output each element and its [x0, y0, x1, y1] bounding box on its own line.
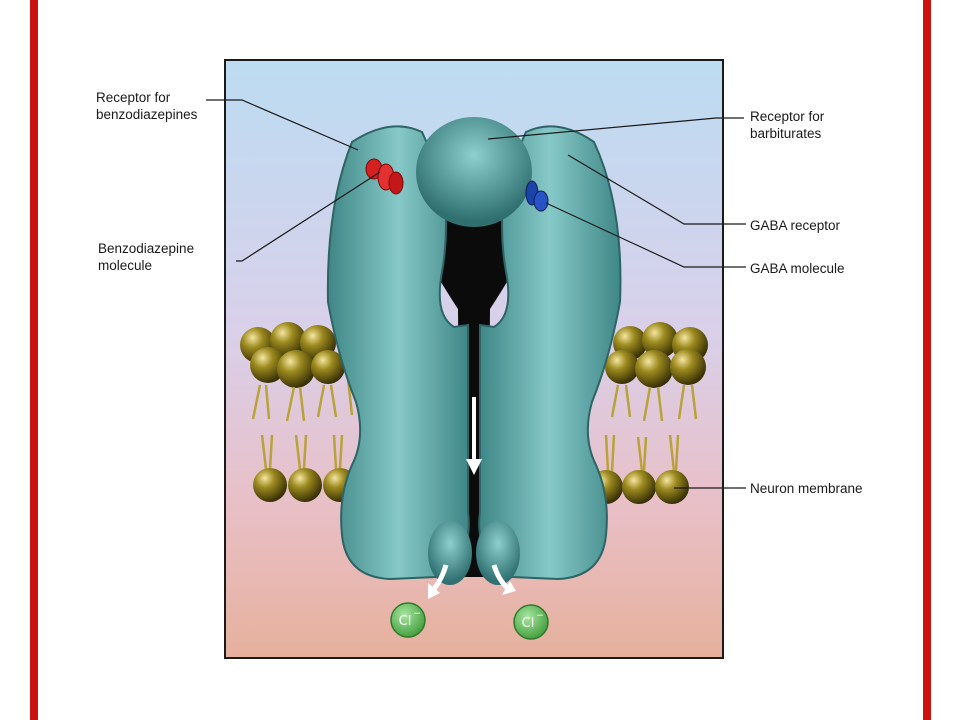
channel-outlet-right: [476, 521, 520, 585]
label-neuron-membrane: Neuron membrane: [750, 481, 863, 496]
membrane-left-upper: [240, 322, 354, 422]
chloride-ion-left-charge: −: [413, 609, 421, 619]
receptor-right-subunit: [478, 125, 622, 581]
barbiturate-receptor-dome: [416, 117, 532, 227]
receptor-left-subunit: [326, 125, 470, 581]
chloride-ion-left-badge: Cl −: [390, 602, 426, 638]
diagram-figure: Cl − Cl − Receptor for benzodiazepines B…: [90, 57, 888, 663]
label-gaba-molecule: GABA molecule: [750, 261, 845, 276]
chloride-ion-left-label: Cl: [399, 614, 412, 629]
receptor-diagram: Cl − Cl −: [206, 59, 746, 659]
chloride-ion-right-label: Cl: [522, 616, 535, 631]
label-benzodiazepine-molecule: Benzodiazepine molecule: [98, 241, 195, 273]
label-gaba-receptor: GABA receptor: [750, 218, 841, 233]
chloride-ion-right-badge: Cl −: [513, 604, 549, 640]
ion-channel-pore: [430, 177, 518, 577]
right-accent-bar: [923, 0, 931, 720]
left-accent-bar: [30, 0, 38, 720]
chloride-ion-right-charge: −: [536, 611, 544, 621]
ion-flow-arrows: [428, 397, 516, 599]
channel-outlet-left: [428, 521, 472, 585]
gaba-molecule-icon: [525, 180, 549, 212]
membrane-right-upper: [605, 322, 708, 422]
label-benzodiazepine-receptor: Receptor for benzodiazepines: [96, 90, 198, 122]
label-barbiturate-receptor: Receptor for barbiturates: [750, 109, 825, 141]
benzodiazepine-molecule-icon: [365, 158, 404, 195]
leader-lines: [206, 99, 746, 489]
